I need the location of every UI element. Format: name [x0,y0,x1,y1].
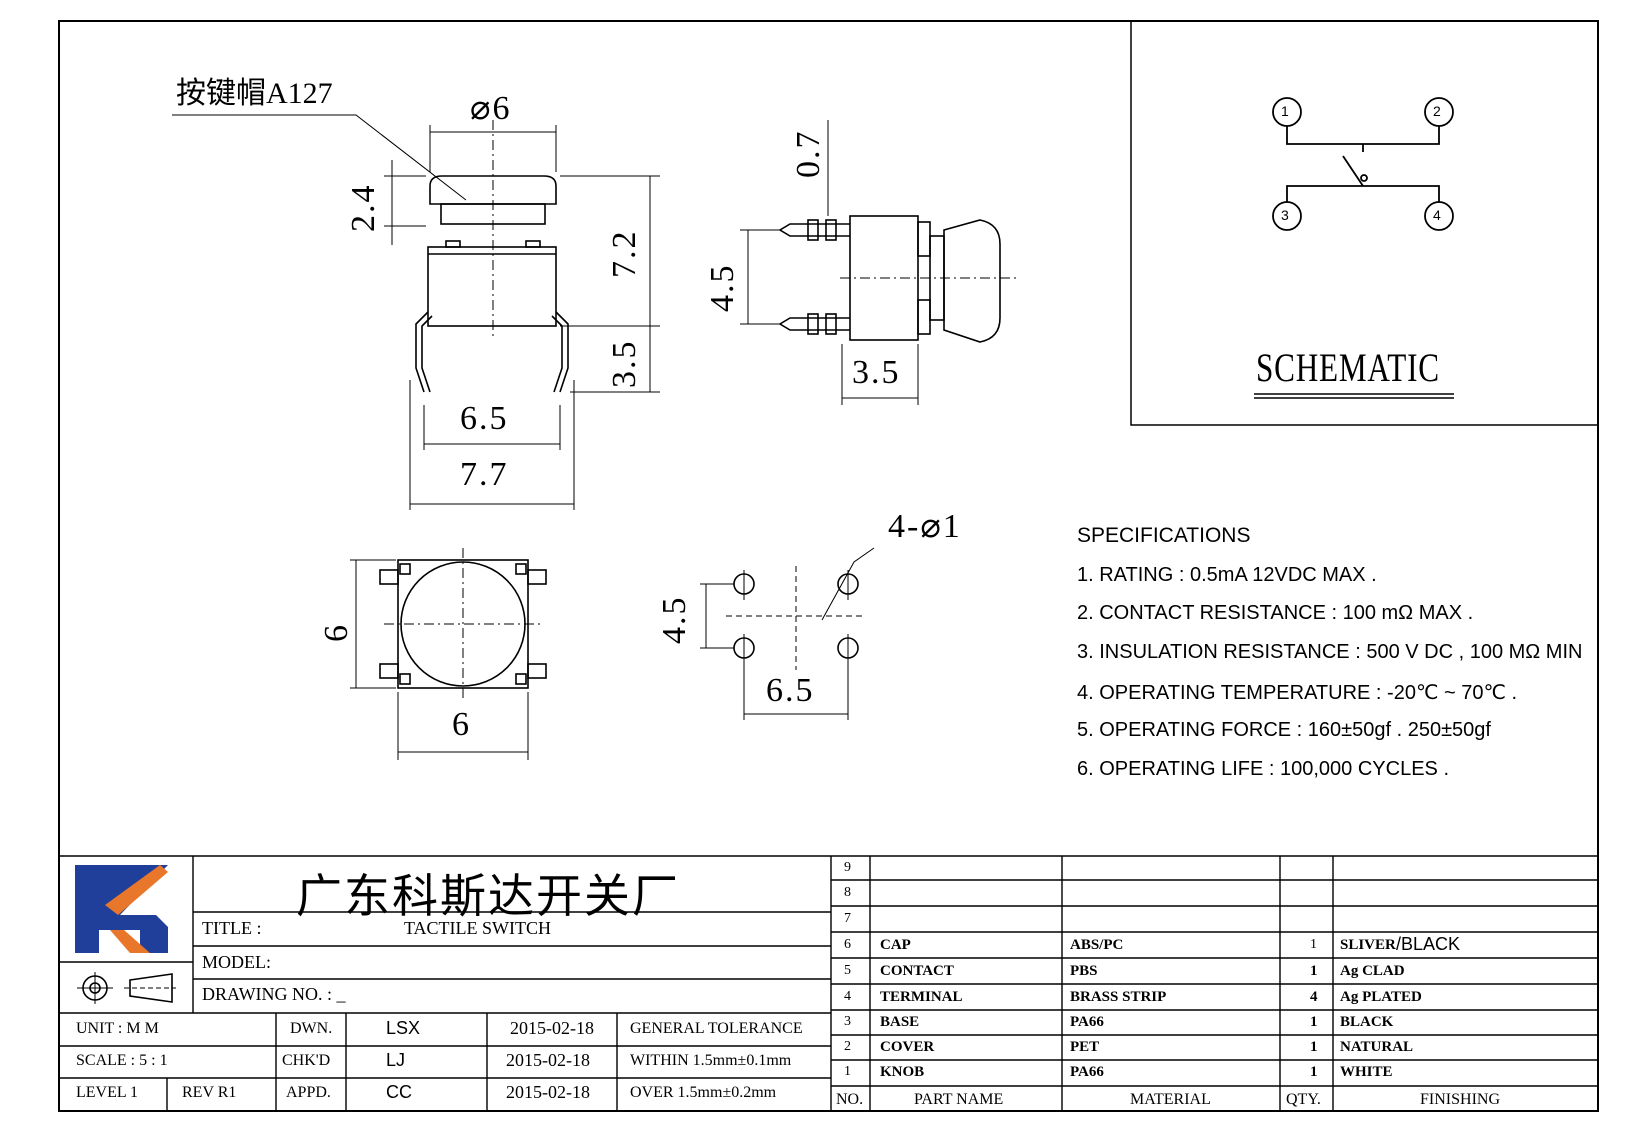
bom-header-material: MATERIAL [1130,1091,1211,1108]
bom-material: PA66 [1070,1064,1104,1080]
rev-cell: REV R1 [182,1084,237,1101]
bom-qty: 1 [1310,1014,1318,1030]
bom-finish: NATURAL [1340,1039,1414,1055]
spec-item: 4. OPERATING TEMPERATURE : -20℃ ~ 70℃ . [1077,682,1518,704]
unit-cell: UNIT : M M [76,1020,159,1037]
bom-part: BASE [880,1014,920,1030]
bom-material: BRASS STRIP [1070,989,1167,1005]
bom-no: 6 [844,937,851,952]
bom-part: CONTACT [880,963,954,979]
title-block-grid [59,855,1598,1111]
drawn-role: DWN. [290,1020,333,1037]
drawn-person: LSX [386,1018,421,1038]
bom-finish-extra: /BLACK [1396,934,1461,954]
bom-finish: Ag PLATED [1340,989,1422,1005]
bom-part: KNOB [880,1064,925,1080]
dim-overall-width: 7.7 [460,456,509,493]
sheet-border [58,20,1599,1112]
title-value: TACTILE SWITCH [404,918,552,938]
bom-part: COVER [880,1039,935,1055]
schematic-pin-2: 2 [1433,103,1441,119]
drawing-no-label: DRAWING NO. : _ [202,984,346,1004]
bom-material: PET [1070,1039,1100,1055]
approved-date: 2015-02-18 [506,1082,590,1102]
bom-material: ABS/PC [1070,937,1124,953]
bom-qty: 1 [1310,937,1317,952]
spec-item: 2. CONTACT RESISTANCE : 100 mΩ MAX . [1077,602,1474,624]
dim-top-height: 6 [318,623,355,642]
bom-header-part: PART NAME [914,1091,1004,1108]
model-label: MODEL: [202,952,271,972]
bom-no: 9 [844,860,851,875]
projection-symbol [77,972,176,1004]
bom-part: CAP [880,937,911,953]
bom-qty: 4 [1310,989,1318,1005]
bom-finish: BLACK [1340,1014,1394,1030]
tolerance-within: WITHIN 1.5mm±0.1mm [630,1052,792,1069]
dim-side-depth: 3.5 [852,354,901,391]
dim-side-pitch: 4.5 [704,263,741,313]
dim-body-height: 7.2 [606,229,643,279]
bom-part: TERMINAL [880,989,963,1005]
schematic-pin-3: 3 [1281,207,1289,223]
bom-header-no: NO. [836,1091,864,1108]
bom-finish: SLIVER [1340,937,1396,953]
scale-cell: SCALE : 5 : 1 [76,1052,168,1069]
bom-no: 1 [844,1064,851,1079]
dim-pin-pitch: 6.5 [460,400,509,437]
spec-item: 1. RATING : 0.5mA 12VDC MAX . [1077,564,1377,586]
bom-finish: Ag CLAD [1340,963,1405,979]
bom-finish: WHITE [1340,1064,1393,1080]
dim-hole-label: 4-⌀1 [888,508,962,545]
bom-header-qty: QTY. [1286,1091,1321,1108]
bom-qty: 1 [1310,1039,1318,1055]
checked-date: 2015-02-18 [506,1050,590,1070]
side-view [740,120,1020,405]
bom-no: 7 [844,911,851,926]
front-view [172,114,660,510]
bom-no: 3 [844,1014,851,1029]
spec-item: 5. OPERATING FORCE : 160±50gf . 250±50gf [1077,719,1491,741]
bom-no: 5 [844,963,851,978]
spec-item: 6. OPERATING LIFE : 100,000 CYCLES . [1077,758,1450,780]
company-logo [75,865,168,953]
dim-hole-v-pitch: 4.5 [656,595,693,645]
schematic-box [1130,20,1599,426]
approved-person: CC [386,1082,412,1102]
bom-no: 4 [844,989,851,1004]
schematic-pin-1: 1 [1281,103,1289,119]
hole-pattern [700,547,875,720]
checked-role: CHK'D [282,1052,331,1069]
schematic-title: SCHEMATIC [1256,345,1440,390]
dim-hole-h-pitch: 6.5 [766,672,815,709]
specifications-heading: SPECIFICATIONS [1077,524,1251,547]
dim-cap-height: 2.4 [345,183,382,233]
bom-qty: 1 [1310,1064,1318,1080]
approved-role: APPD. [286,1084,331,1101]
bom-material: PA66 [1070,1014,1104,1030]
schematic-pin-4: 4 [1433,207,1441,223]
dim-cap-diameter: ⌀6 [470,90,512,127]
tolerance-over: OVER 1.5mm±0.2mm [630,1084,777,1101]
company-name: 广东科斯达开关厂 [296,871,680,922]
callout-label: 按键帽A127 [176,77,333,110]
drawn-date: 2015-02-18 [510,1018,594,1038]
spec-item: 3. INSULATION RESISTANCE : 500 V DC , 10… [1077,641,1583,663]
dim-pin-length: 3.5 [606,339,643,389]
title-label: TITLE : [202,918,262,938]
dim-top-width: 6 [452,706,471,743]
bom-material: PBS [1070,963,1098,979]
checked-person: LJ [386,1050,406,1070]
level-cell: LEVEL 1 [76,1084,139,1101]
bom-qty: 1 [1310,963,1318,979]
bom-header-finishing: FINISHING [1420,1091,1500,1108]
bom-no: 8 [844,885,851,900]
dim-side-top: 0.7 [790,129,827,179]
tolerance-general: GENERAL TOLERANCE [630,1020,803,1037]
top-view [350,548,547,760]
schematic-symbol [1254,97,1454,399]
bom-no: 2 [844,1039,851,1054]
